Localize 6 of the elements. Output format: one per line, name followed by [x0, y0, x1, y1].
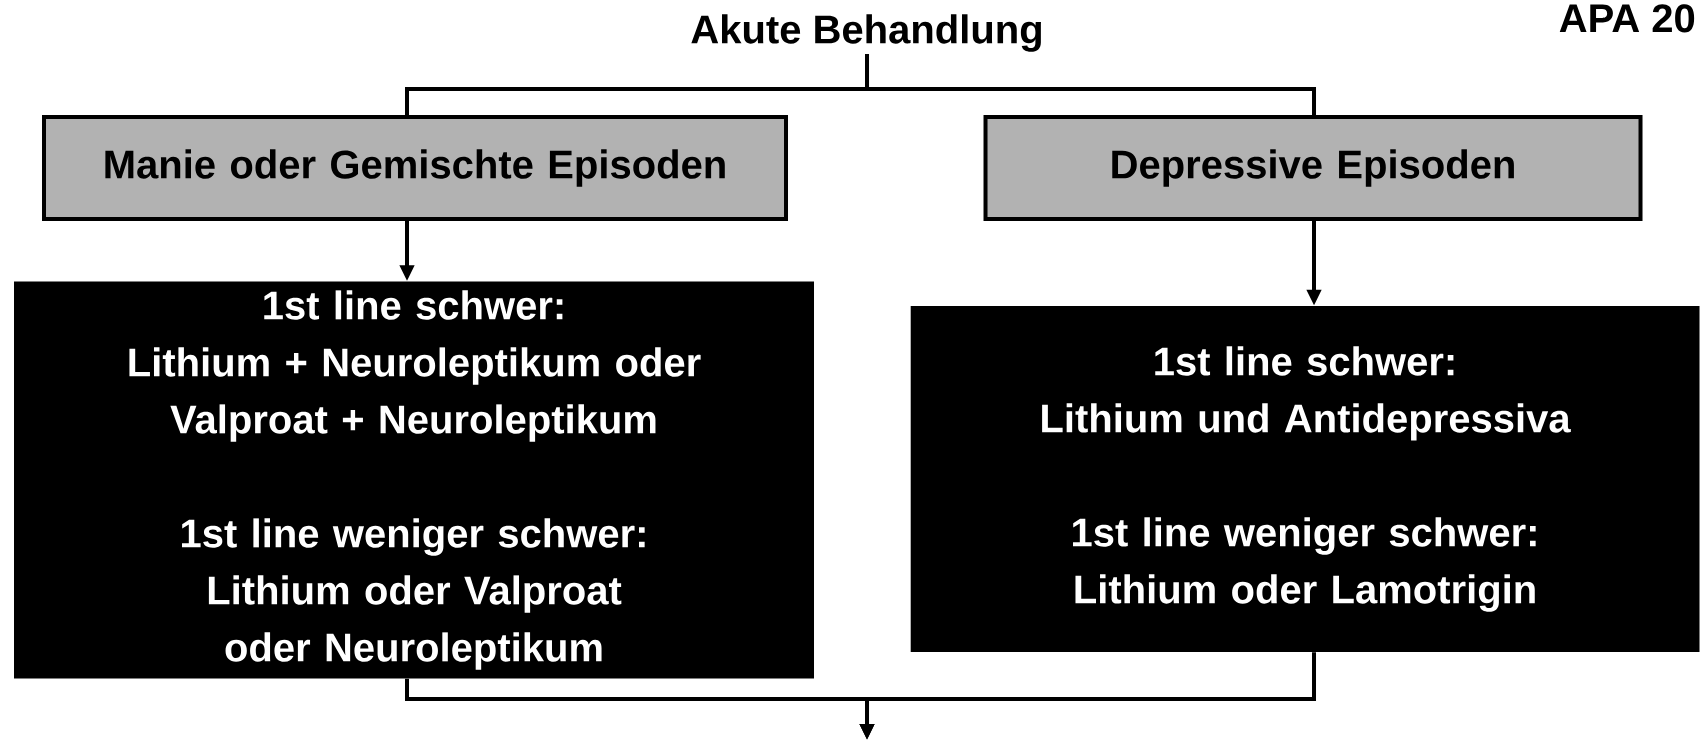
treatment-box: 1st line schwer: Lithium + Neuroleptikum oder Valproat + Neuroleptikum 1st line weniger schwer: Lithium oder Valproat oder Neuroleptikum: [14, 281, 814, 679]
corner-label: APA 20: [1559, 4, 1695, 33]
category-box: Depressive Episoden: [983, 115, 1643, 221]
treatment-box: 1st line schwer: Lithium und Antidepressiva 1st line weniger schwer: Lithium oder Lamotrigin: [910, 306, 1700, 652]
heading-text: Akute Behandlung: [691, 14, 1041, 52]
category-box: Manie oder Gemischte Episoden: [42, 115, 788, 221]
